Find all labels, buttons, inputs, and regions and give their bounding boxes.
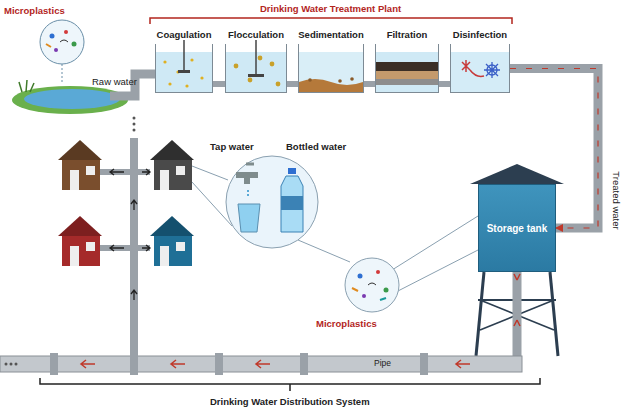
stage-label: Coagulation <box>157 29 212 40</box>
label: Drinking Water Distribution System <box>210 396 370 407</box>
flow-arrows <box>81 360 470 368</box>
tank-roof <box>470 164 564 184</box>
down-pipe <box>513 272 522 366</box>
label: Tap water <box>210 141 254 152</box>
bracket <box>150 18 512 24</box>
microplastic-bubble <box>40 20 84 64</box>
microplastic-bubble <box>345 258 399 312</box>
bracket <box>40 378 540 391</box>
stage-label: Flocculation <box>228 29 284 40</box>
treatment-tank: Coagulation <box>155 44 213 93</box>
tank-label: Storage tank <box>487 223 548 234</box>
storage-tank: Storage tank <box>478 184 556 272</box>
tap-bubble <box>226 156 318 248</box>
pond-water <box>24 89 120 109</box>
treatment-tank: Filtration <box>375 44 439 93</box>
treatment-tank: Flocculation <box>225 44 287 93</box>
label: Raw water <box>92 76 137 87</box>
flow-arrow <box>514 274 520 326</box>
leader-line <box>62 64 63 82</box>
tank-contents <box>156 40 509 92</box>
microplastic-particles <box>46 30 77 52</box>
label: Microplastics <box>316 318 377 329</box>
label: Pipe <box>374 358 391 368</box>
bottle-icon <box>281 168 303 232</box>
distribution-pipe <box>0 356 522 372</box>
treatment-tank: Sedimentation <box>298 44 364 93</box>
branch-pipes <box>100 172 150 248</box>
treatment-tank: Disinfection <box>450 44 510 93</box>
stage-label: Filtration <box>387 29 428 40</box>
stage-label: Sedimentation <box>298 29 363 40</box>
branch-arrows <box>110 169 150 300</box>
label: Treated water <box>611 171 622 229</box>
house <box>150 140 194 190</box>
house <box>58 216 102 266</box>
label: Drinking Water Treatment Plant <box>260 3 401 14</box>
label: Microplastics <box>4 5 65 16</box>
pipe-joints <box>50 353 428 375</box>
continuation-dots <box>5 117 136 366</box>
house <box>150 216 194 266</box>
tap-icon <box>236 164 260 232</box>
microplastic-particles <box>352 270 389 300</box>
grass <box>19 80 34 92</box>
stage-label: Disinfection <box>453 29 507 40</box>
label: Bottled water <box>286 141 346 152</box>
house <box>58 140 102 190</box>
